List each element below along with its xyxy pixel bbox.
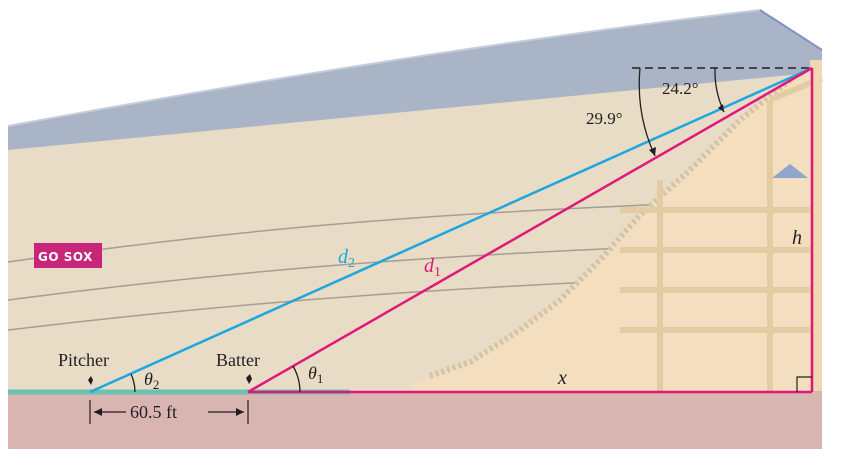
angle-24-arrowhead bbox=[718, 104, 724, 112]
distance-label: 60.5 ft bbox=[130, 402, 177, 422]
field bbox=[8, 391, 822, 449]
dim-arrowhead-right bbox=[236, 408, 244, 416]
pitcher-figure bbox=[88, 376, 93, 385]
go-sox-sign: GO SOX bbox=[38, 250, 93, 264]
line-d1 bbox=[247, 66, 813, 394]
d1-label: d1 bbox=[424, 255, 441, 280]
d2-label: d2 bbox=[338, 246, 355, 271]
seating-steps bbox=[429, 77, 792, 379]
theta1-arc bbox=[292, 365, 301, 393]
h-label: h bbox=[792, 227, 802, 249]
roof bbox=[8, 10, 822, 150]
x-label: x bbox=[557, 367, 567, 389]
side-roof bbox=[772, 164, 808, 178]
angle-30-arc bbox=[638, 67, 656, 157]
pitcher-label: Pitcher bbox=[58, 350, 109, 370]
batter-label: Batter bbox=[216, 350, 260, 370]
theta1-label: θ1 bbox=[308, 363, 323, 386]
right-angle-marker bbox=[796, 376, 812, 392]
line-d2 bbox=[89, 66, 813, 394]
roof-top-edge bbox=[7, 9, 761, 127]
seating-bowl bbox=[412, 60, 822, 392]
roof-right-edge bbox=[759, 9, 823, 51]
angle-30-label: 29.9° bbox=[586, 109, 623, 128]
dim-arrowhead-left bbox=[94, 408, 102, 416]
angle-30-arrowhead bbox=[649, 147, 656, 156]
theta2-arc bbox=[130, 373, 136, 393]
theta2-label: θ2 bbox=[144, 369, 159, 392]
batter-figure bbox=[246, 374, 252, 384]
go-sox-sign-bg bbox=[34, 243, 102, 268]
angle-24-label: 24.2° bbox=[662, 79, 699, 98]
